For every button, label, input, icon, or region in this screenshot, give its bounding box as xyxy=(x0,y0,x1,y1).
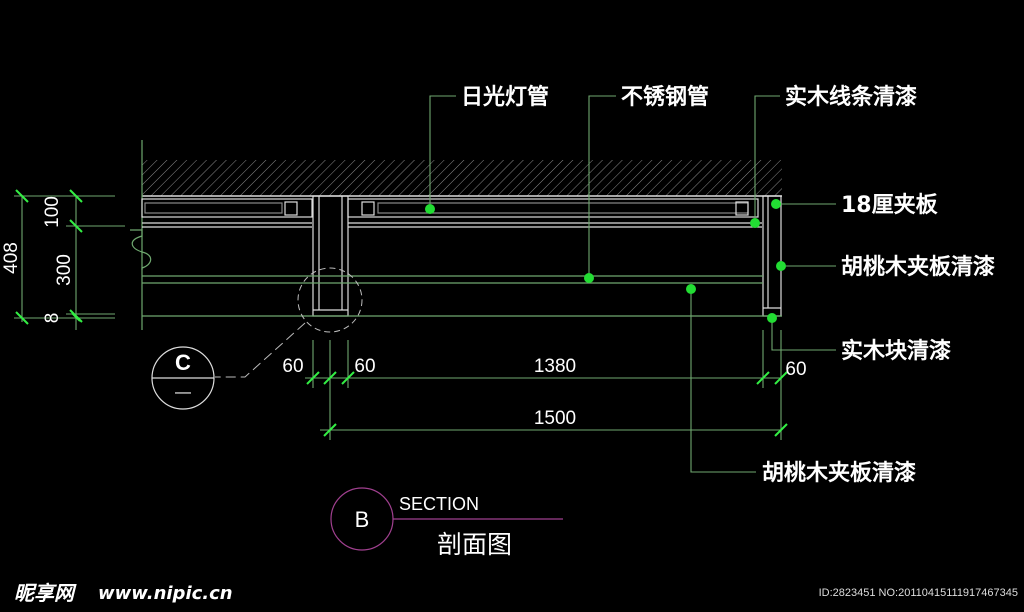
leader-dots xyxy=(425,199,786,323)
watermark-site-cn: 昵享网 xyxy=(14,581,77,605)
watermark-id: ID:2823451 NO:20110415111917467345 xyxy=(819,587,1018,599)
callout-plywood-18: 18厘夹板 xyxy=(841,193,939,218)
horizontal-dimension-lines xyxy=(305,330,782,440)
dim-vertical-total: 408 xyxy=(1,242,22,274)
dim-h-c: 1380 xyxy=(534,356,576,377)
callout-solid-wood-strip: 实木线条清漆 xyxy=(785,84,917,110)
detail-marker-sub: — xyxy=(175,384,191,401)
light-trough-left xyxy=(141,198,313,224)
callout-stainless-pipe: 不锈钢管 xyxy=(621,84,709,110)
center-post xyxy=(312,195,349,317)
detail-leader xyxy=(215,322,306,378)
dim-vertical-middle: 300 xyxy=(54,254,75,286)
callout-solid-wood-block: 实木块清漆 xyxy=(841,338,951,364)
detail-callout-circle xyxy=(297,267,363,333)
vertical-dimension-ticks xyxy=(15,189,83,325)
section-label-en: SECTION xyxy=(399,494,479,514)
panel-lines xyxy=(142,275,782,317)
dim-vertical-top: 100 xyxy=(42,196,63,228)
callout-walnut-plywood-bottom: 胡桃木夹板清漆 xyxy=(762,460,916,486)
dim-vertical-bottom: 8 xyxy=(42,313,63,324)
detail-marker[interactable]: C — xyxy=(151,346,215,410)
horizontal-dimension-ticks xyxy=(306,371,788,437)
section-title-block: B SECTION 剖面图 xyxy=(330,487,563,559)
dim-h-b: 60 xyxy=(354,356,375,377)
section-letter: B xyxy=(355,507,370,532)
ceiling-slab-hatch xyxy=(142,160,782,196)
callout-fluorescent-tube: 日光灯管 xyxy=(461,84,549,110)
dim-h-a: 60 xyxy=(282,356,303,377)
dim-h-d: 60 xyxy=(785,359,806,380)
break-line xyxy=(130,229,152,270)
section-label-cn: 剖面图 xyxy=(437,530,512,559)
right-end-panel xyxy=(762,195,782,317)
watermark-site-url: www.nipic.cn xyxy=(98,583,233,604)
dim-h-total: 1500 xyxy=(534,408,576,429)
callout-walnut-plywood-right: 胡桃木夹板清漆 xyxy=(841,254,995,280)
leader-lines xyxy=(429,95,836,473)
detail-marker-letter: C xyxy=(175,350,191,375)
